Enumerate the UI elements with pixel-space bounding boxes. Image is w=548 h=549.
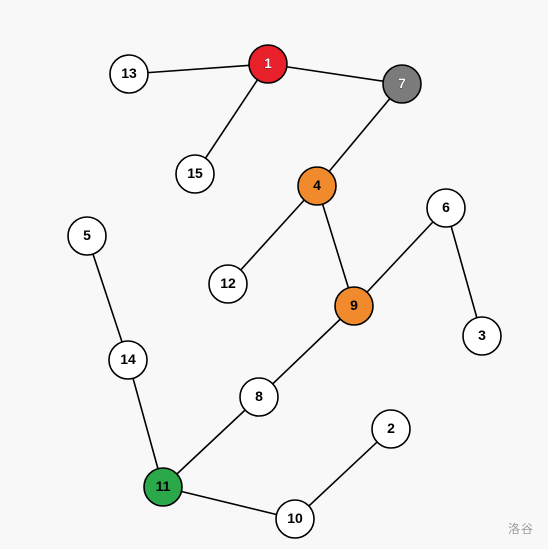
node-8: 8 [239,377,279,417]
node-circle-14 [108,340,148,380]
node-label-9: 9 [350,297,358,313]
node-label-6: 6 [442,199,450,215]
node-circle-4 [297,166,337,206]
edge-11-10 [162,486,296,520]
node-circle-15 [175,154,215,194]
edge-10-2 [294,428,392,520]
edge-13-1 [128,63,269,75]
edge-9-8 [258,305,355,398]
node-label-8: 8 [255,388,263,404]
node-14: 14 [108,340,148,380]
node-9: 9 [334,286,374,326]
edge-1-7 [267,63,403,85]
node-label-2: 2 [387,420,395,436]
node-10: 10 [275,499,315,539]
node-5: 5 [67,216,107,256]
node-label-15: 15 [187,165,203,181]
edge-9-6 [353,207,447,307]
node-circle-10 [275,499,315,539]
node-circle-9 [334,286,374,326]
edge-14-11 [127,359,164,488]
node-circle-3 [462,316,502,356]
node-label-14: 14 [120,351,136,367]
node-15: 15 [175,154,215,194]
node-12: 12 [208,264,248,304]
node-circle-8 [239,377,279,417]
edge-6-3 [445,207,483,337]
node-label-1: 1 [264,55,272,71]
node-label-13: 13 [121,65,137,81]
node-circle-7 [382,64,422,104]
node-label-5: 5 [83,227,91,243]
node-circle-12 [208,264,248,304]
node-circle-11 [143,467,183,507]
node-circle-1 [248,44,288,84]
node-4: 4 [297,166,337,206]
node-2: 2 [371,409,411,449]
node-11: 11 [143,467,183,507]
edge-1-15 [194,63,269,175]
edges-layer [86,63,483,520]
edge-4-9 [316,185,355,307]
watermark-text: 洛谷 [507,522,534,536]
node-3: 3 [462,316,502,356]
node-label-7: 7 [398,75,406,91]
node-1: 1 [248,44,288,84]
edge-7-4 [316,83,403,187]
node-circle-6 [426,188,466,228]
node-circle-5 [67,216,107,256]
node-label-12: 12 [220,275,236,291]
node-label-4: 4 [313,177,321,193]
edge-5-14 [86,235,129,361]
node-circle-2 [371,409,411,449]
node-label-10: 10 [287,510,303,526]
edge-8-11 [162,396,260,488]
edge-4-12 [227,185,318,285]
node-13: 13 [109,54,149,94]
node-label-3: 3 [478,327,486,343]
node-6: 6 [426,188,466,228]
node-7: 7 [382,64,422,104]
node-circle-13 [109,54,149,94]
node-label-11: 11 [156,478,171,494]
